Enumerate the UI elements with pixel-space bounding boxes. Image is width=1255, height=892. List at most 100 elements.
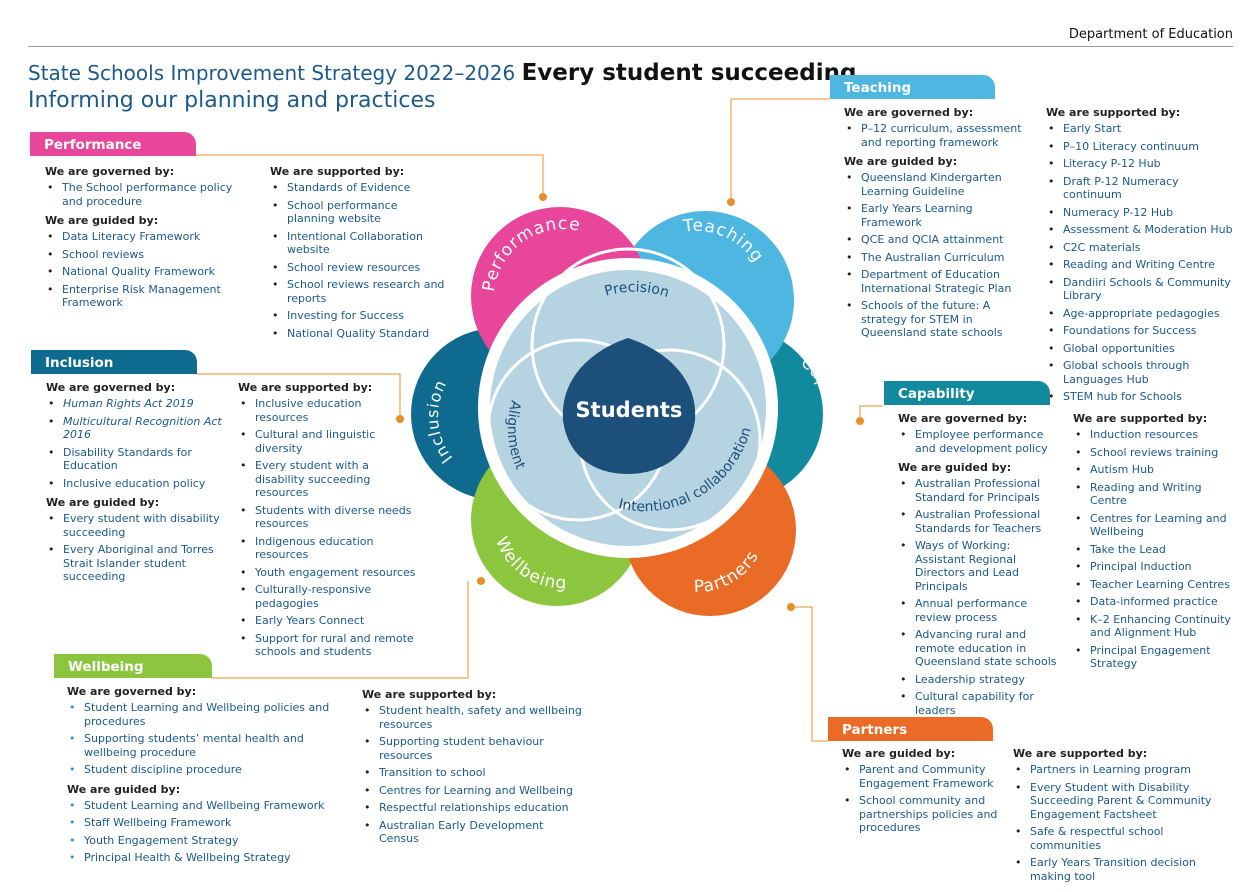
list-item[interactable]: Disability Standards for Education [46,446,226,473]
list-item[interactable]: Global schools through Languages Hub [1046,359,1236,386]
list-item[interactable]: Employee performance and development pol… [898,428,1063,455]
list-item[interactable]: Standards of Evidence [270,181,445,195]
list-item[interactable]: Cultural and linguistic diversity [238,428,416,455]
list-item[interactable]: K–2 Enhancing Continuity and Alignment H… [1073,613,1233,640]
list-item[interactable]: Every student with a disability succeedi… [238,459,416,500]
list-item[interactable]: Dandiiri Schools & Community Library [1046,276,1236,303]
list-item[interactable]: Enterprise Risk Management Framework [45,283,255,310]
list-item[interactable]: Australian Professional Standards for Te… [898,508,1063,535]
list-item[interactable]: Early Years Transition decision making t… [1013,856,1238,883]
list-item[interactable]: Principal Health & Wellbeing Strategy [67,851,332,865]
list-item[interactable]: Student Learning and Wellbeing policies … [67,701,332,728]
list-item[interactable]: Student discipline procedure [67,763,332,777]
list-item[interactable]: Global opportunities [1046,342,1236,356]
list-item[interactable]: Respectful relationships education [362,801,582,815]
inclusion-supported-list: Inclusive education resources Cultural a… [238,397,416,659]
capability-supported-heading: We are supported by: [1073,412,1208,425]
list-item[interactable]: Multicultural Recognition Act 2016 [46,415,226,442]
list-item[interactable]: Draft P-12 Numeracy continuum [1046,175,1236,202]
list-item[interactable]: Youth engagement resources [238,566,416,580]
list-item[interactable]: Teacher Learning Centres [1073,578,1233,592]
list-item[interactable]: Student health, safety and wellbeing res… [362,704,582,731]
list-item[interactable]: Annual performance review process [898,597,1063,624]
list-item[interactable]: Foundations for Success [1046,324,1236,338]
core-shape [562,338,696,474]
list-item[interactable]: Indigenous education resources [238,535,416,562]
list-item[interactable]: Principal Induction [1073,560,1233,574]
list-item[interactable]: Staff Wellbeing Framework [67,816,332,830]
list-item[interactable]: School review resources [270,261,445,275]
list-item[interactable]: Support for rural and remote schools and… [238,632,416,659]
list-item[interactable]: Principal Engagement Strategy [1073,644,1233,671]
list-item[interactable]: P–10 Literacy continuum [1046,140,1236,154]
list-item[interactable]: School reviews training [1073,446,1233,460]
list-item[interactable]: Early Start [1046,122,1236,136]
list-item[interactable]: School community and partnerships polici… [842,794,1002,835]
list-item[interactable]: School reviews [45,248,255,262]
list-item[interactable]: Queensland Kindergarten Learning Guideli… [844,171,1024,198]
list-item[interactable]: Supporting students’ mental health and w… [67,732,332,759]
list-item[interactable]: Inclusive education resources [238,397,416,424]
list-item[interactable]: Students with diverse needs resources [238,504,416,531]
list-item[interactable]: Parent and Community Engagement Framewor… [842,763,1002,790]
tab-inclusion: Inclusion [31,350,197,374]
list-item[interactable]: Assessment & Moderation Hub [1046,223,1236,237]
list-item[interactable]: Induction resources [1073,428,1233,442]
list-item[interactable]: Every student with disability succeeding [46,512,226,539]
list-item[interactable]: Every Student with Disability Succeeding… [1013,781,1238,822]
list-item[interactable]: Reading and Writing Centre [1046,258,1236,272]
list-item[interactable]: Early Years Connect [238,614,416,628]
inclusion-supported-heading: We are supported by: [238,381,373,394]
list-item[interactable]: Age-appropriate pedagogies [1046,307,1236,321]
list-item[interactable]: C2C materials [1046,241,1236,255]
performance-governed: We are governed by: The School performan… [45,162,255,316]
list-item[interactable]: Student Learning and Wellbeing Framework [67,799,332,813]
list-item[interactable]: Partners in Learning program [1013,763,1238,777]
list-item[interactable]: The School performance policy and proced… [45,181,255,208]
list-item[interactable]: Data-informed practice [1073,595,1233,609]
list-item[interactable]: P–12 curriculum, assessment and reportin… [844,122,1024,149]
tab-partners: Partners [828,717,993,741]
list-item[interactable]: Australian Early Development Census [362,819,582,846]
wellbeing-governed-list: Student Learning and Wellbeing policies … [67,701,332,777]
list-item[interactable]: National Quality Framework [45,265,255,279]
list-item[interactable]: Intentional Collaboration website [270,230,445,257]
list-item[interactable]: Transition to school [362,766,582,780]
list-item[interactable]: Centres for Learning and Wellbeing [1073,512,1233,539]
list-item[interactable]: Investing for Success [270,309,445,323]
list-item[interactable]: Supporting student behaviour resources [362,735,582,762]
teaching-governed: We are governed by: P–12 curriculum, ass… [844,103,1024,346]
list-item[interactable]: Reading and Writing Centre [1073,481,1233,508]
list-item[interactable]: Literacy P-12 Hub [1046,157,1236,171]
list-item[interactable]: Numeracy P-12 Hub [1046,206,1236,220]
partners-supported-list: Partners in Learning program Every Stude… [1013,763,1238,883]
list-item[interactable]: Data Literacy Framework [45,230,255,244]
list-item[interactable]: Cultural capability for leaders [898,690,1063,717]
list-item[interactable]: Safe & respectful school communities [1013,825,1238,852]
list-item[interactable]: Every Aboriginal and Torres Strait Islan… [46,543,226,584]
list-item[interactable]: Inclusive education policy [46,477,226,491]
list-item[interactable]: Ways of Working: Assistant Regional Dire… [898,539,1063,593]
list-item[interactable]: QCE and QCIA attainment [844,233,1024,247]
list-item[interactable]: Youth Engagement Strategy [67,834,332,848]
list-item[interactable]: Early Years Learning Framework [844,202,1024,229]
tab-capability: Capability [884,381,1050,405]
list-item[interactable]: Leadership strategy [898,673,1063,687]
list-item[interactable]: Department of Education International St… [844,268,1024,295]
list-item[interactable]: The Australian Curriculum [844,251,1024,265]
list-item[interactable]: Australian Professional Standard for Pri… [898,477,1063,504]
list-item[interactable]: Take the Lead [1073,543,1233,557]
list-item[interactable]: National Quality Standard [270,327,445,341]
list-item[interactable]: STEM hub for Schools [1046,390,1236,404]
list-item[interactable]: Autism Hub [1073,463,1233,477]
capability-supported-list: Induction resources School reviews train… [1073,428,1233,671]
list-item[interactable]: School performance planning website [270,199,445,226]
list-item[interactable]: Advancing rural and remote education in … [898,628,1063,669]
list-item[interactable]: Centres for Learning and Wellbeing [362,784,582,798]
list-item[interactable]: Culturally-responsive pedagogies [238,583,416,610]
list-item[interactable]: School reviews research and reports [270,278,445,305]
wellbeing-supported-heading: We are supported by: [362,688,497,701]
list-item[interactable]: Human Rights Act 2019 [46,397,226,411]
list-item[interactable]: Schools of the future: A strategy for ST… [844,299,1024,340]
partners-guided-heading: We are guided by: [842,747,956,760]
